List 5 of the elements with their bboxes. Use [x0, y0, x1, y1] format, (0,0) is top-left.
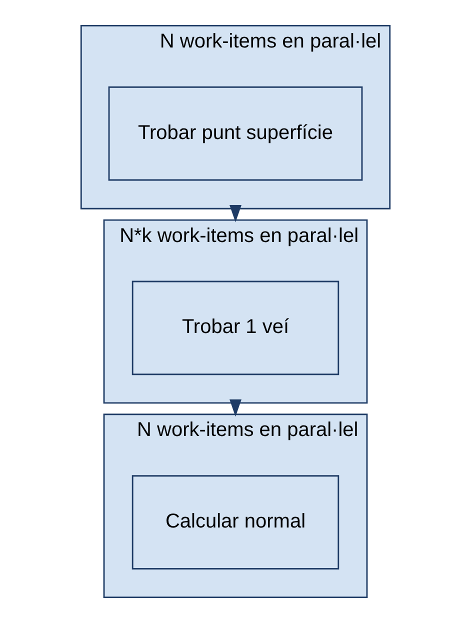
node-box: Calcular normal: [131, 475, 339, 570]
node-box: Trobar 1 veí: [131, 280, 339, 376]
node-box: Trobar punt superfície: [108, 86, 362, 181]
arrow: [229, 205, 241, 222]
arrow: [229, 399, 241, 417]
